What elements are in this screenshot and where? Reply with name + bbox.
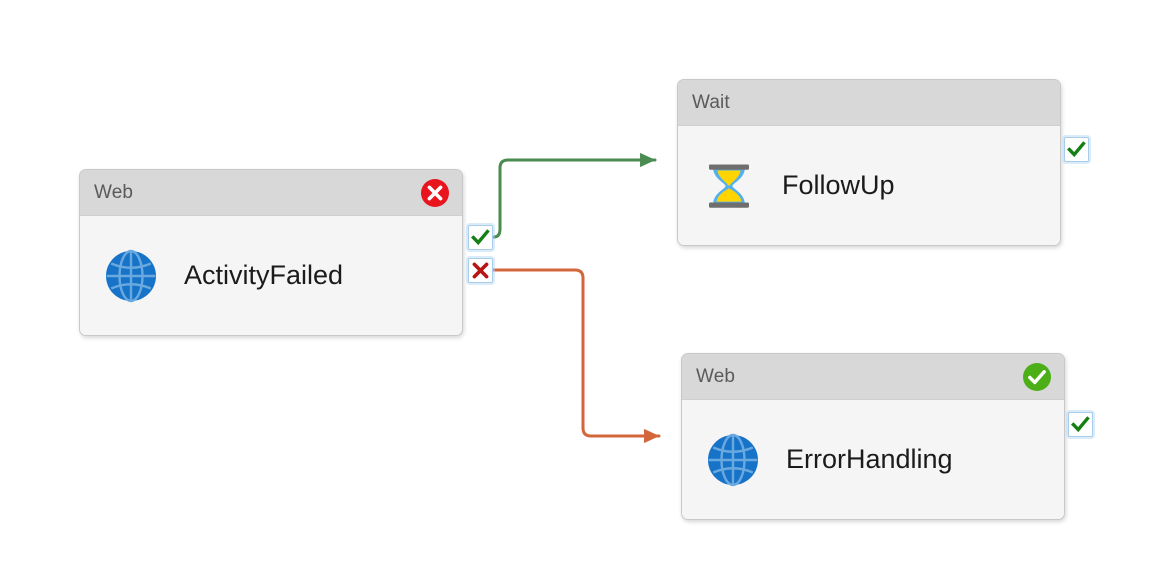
node-activity-failed[interactable]: Web ActivityFailed bbox=[79, 169, 463, 336]
error-badge-icon bbox=[421, 178, 449, 207]
node-body: FollowUp bbox=[678, 126, 1060, 245]
node-type-label: Web bbox=[696, 366, 736, 387]
port-success-activity-failed[interactable] bbox=[468, 225, 493, 250]
connector-error-to-error-handling[interactable] bbox=[491, 268, 661, 444]
node-type-label: Wait bbox=[692, 92, 730, 113]
node-name-label: FollowUp bbox=[782, 169, 895, 200]
success-badge-icon bbox=[1023, 362, 1051, 391]
check-icon bbox=[1071, 416, 1090, 433]
globe-icon bbox=[106, 249, 156, 302]
port-error-activity-failed[interactable] bbox=[468, 258, 493, 283]
hourglass-icon bbox=[709, 164, 749, 208]
cross-icon bbox=[472, 262, 489, 279]
node-name-label: ErrorHandling bbox=[786, 443, 953, 474]
connector-success-to-follow-up[interactable] bbox=[491, 152, 657, 239]
node-body: ActivityFailed bbox=[80, 216, 462, 335]
node-error-handling[interactable]: Web ErrorHandling bbox=[681, 353, 1065, 520]
check-icon bbox=[1067, 141, 1086, 158]
port-success-follow-up[interactable] bbox=[1064, 137, 1089, 162]
globe-icon bbox=[708, 433, 758, 486]
node-header: Wait bbox=[678, 80, 1060, 126]
node-header: Web bbox=[80, 170, 462, 216]
port-success-error-handling[interactable] bbox=[1068, 412, 1093, 437]
node-follow-up[interactable]: Wait FollowUp bbox=[677, 79, 1061, 246]
check-icon bbox=[471, 229, 490, 246]
node-name-label: ActivityFailed bbox=[184, 259, 344, 290]
node-type-label: Web bbox=[94, 182, 134, 203]
node-header: Web bbox=[682, 354, 1064, 400]
node-body: ErrorHandling bbox=[682, 400, 1064, 519]
